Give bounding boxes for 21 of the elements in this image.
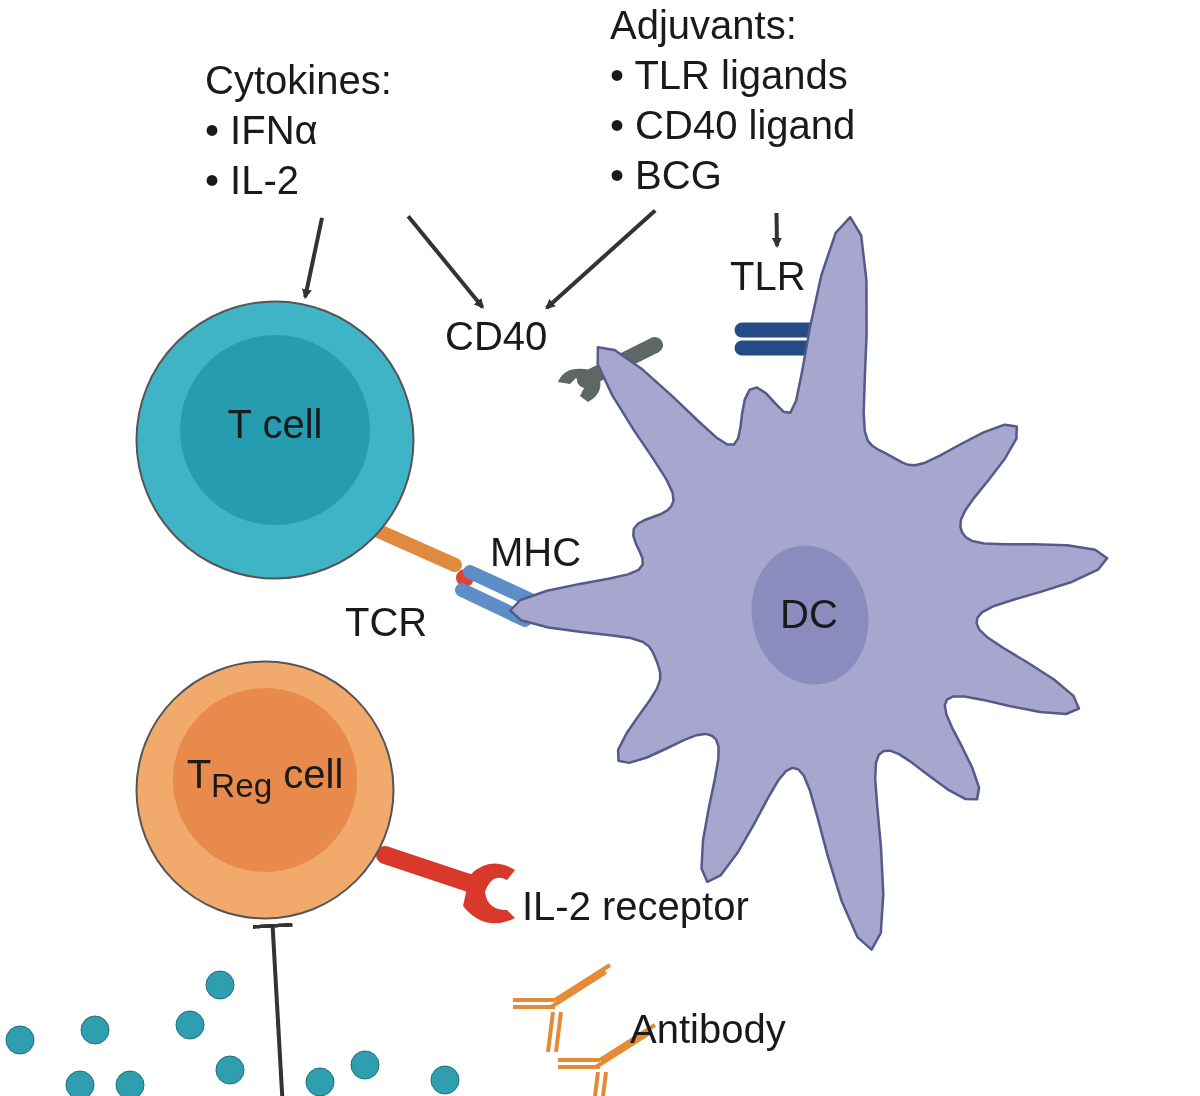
arrow [545,208,657,310]
molecule-label: TCR [345,599,428,646]
molecule-label: Antibody [630,1006,786,1053]
heading: Adjuvants: [610,2,798,49]
list-item: • TLR ligands [610,52,849,99]
cell-label: T$_{Reg}$ cell [185,751,345,806]
nucleus-label: DC [780,591,838,638]
molecule-label: IL-2 receptor [522,883,749,930]
list-item: • IFNα [205,107,319,154]
list-item: • BCG [610,152,723,199]
list-item: • IL-2 [205,157,301,204]
receptor-label: TLR [730,253,806,300]
receptor-label: CD40 [445,313,548,360]
list-item: • CD40 ligand [610,102,857,149]
arrow [771,212,782,248]
inhibition-line [252,922,293,1096]
molecule-label: MHC [490,529,582,576]
arrow [406,214,485,309]
heading: Cytokines: [205,57,393,104]
arrow [301,217,324,300]
cell-label: T cell [226,401,324,448]
